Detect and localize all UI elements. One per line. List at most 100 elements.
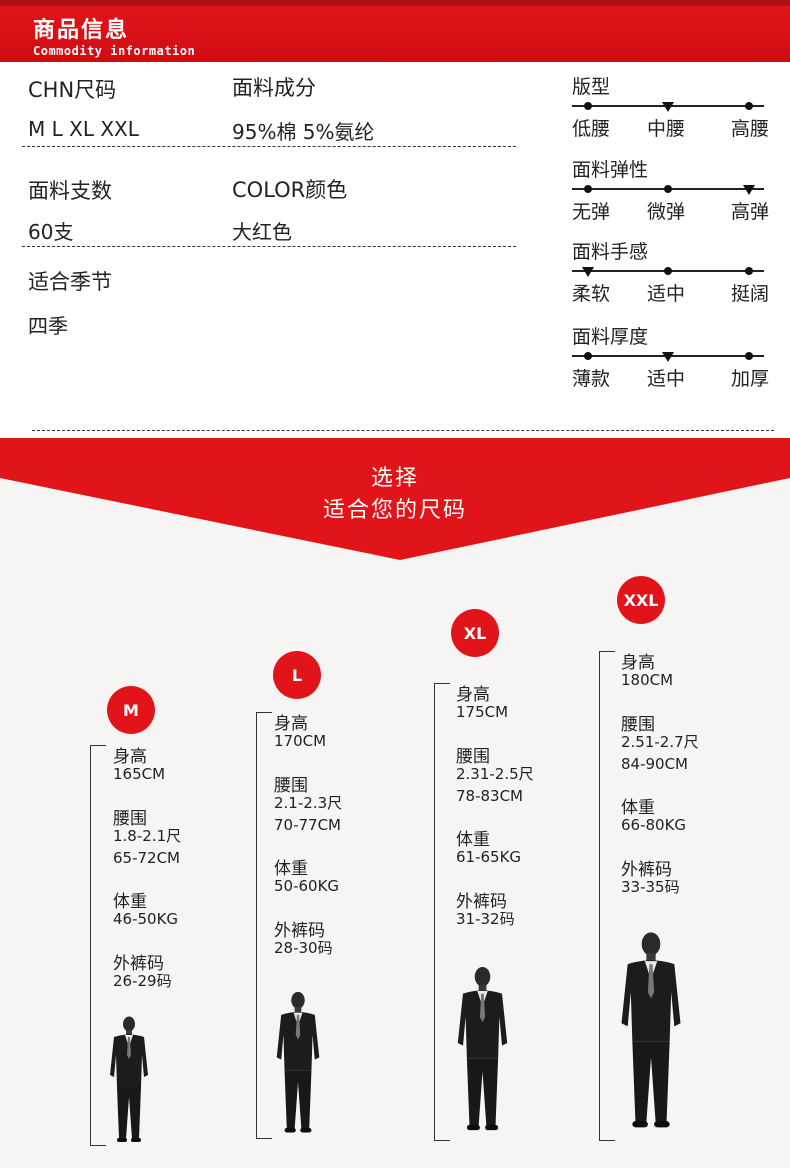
- spec-waist-cm-value: 84-90CM: [621, 755, 689, 773]
- spec-weight-value: 50-60KG: [274, 877, 340, 895]
- scale-dot-icon: [664, 185, 672, 193]
- man-in-suit-icon: [612, 930, 690, 1136]
- size-bracket: [256, 712, 257, 1138]
- size-value: M L XL XXL: [28, 117, 139, 141]
- size-bracket: [90, 745, 91, 1145]
- spec-pants-label: 外裤码: [621, 860, 672, 880]
- spec-height-label: 身高: [113, 747, 147, 767]
- spec-waist-chi-value: 2.51-2.7尺: [621, 733, 699, 751]
- size-badge: XL: [451, 609, 499, 657]
- spec-waist-label: 腰围: [456, 747, 490, 767]
- size-badge: M: [107, 686, 155, 734]
- scale-title: 面料厚度: [572, 326, 649, 348]
- scale-selected-marker-icon: [582, 267, 594, 277]
- spec-pants-label: 外裤码: [274, 921, 325, 941]
- banner-line-1: 选择: [370, 466, 419, 491]
- spec-pants-value: 33-35码: [621, 878, 680, 896]
- scale-dot-icon: [584, 352, 592, 360]
- scale-option: 适中: [647, 283, 686, 305]
- header-subtitle: Commodity information: [33, 44, 196, 58]
- spec-waist-chi-value: 2.31-2.5尺: [456, 765, 534, 783]
- size-bracket-tick: [256, 712, 272, 713]
- fabric-value: 95%棉 5%氨纶: [232, 120, 375, 144]
- size-banner: 选择 适合您的尺码: [0, 438, 790, 563]
- spec-height-value: 165CM: [113, 765, 166, 783]
- scale-option: 柔软: [572, 283, 611, 305]
- top-strip: [0, 0, 790, 6]
- scale-option: 适中: [647, 368, 686, 390]
- spec-waist-chi-value: 1.8-2.1尺: [113, 827, 182, 845]
- scale-option: 薄款: [572, 368, 611, 390]
- size-badge: XXL: [617, 576, 665, 624]
- size-bracket-tick: [256, 1138, 272, 1139]
- divider-2: [22, 246, 516, 247]
- banner-line-2: 适合您的尺码: [322, 498, 467, 523]
- divider-1: [22, 146, 516, 147]
- size-bracket-tick: [90, 1145, 106, 1146]
- season-label: 适合季节: [28, 270, 112, 294]
- fabric-label: 面料成分: [232, 76, 316, 100]
- spec-waist-cm-value: 78-83CM: [456, 787, 524, 805]
- scale-option: 无弹: [572, 201, 611, 223]
- scale-title: 面料手感: [572, 241, 649, 263]
- spec-waist-cm-value: 70-77CM: [274, 816, 342, 834]
- spec-weight-value: 61-65KG: [456, 848, 522, 866]
- scale-dot-icon: [584, 102, 592, 110]
- spec-height-value: 180CM: [621, 671, 674, 689]
- scale-option: 中腰: [647, 118, 686, 140]
- spec-pants-value: 28-30码: [274, 939, 333, 957]
- man-in-suit-icon: [270, 990, 326, 1140]
- spec-weight-value: 66-80KG: [621, 816, 687, 834]
- spec-waist-label: 腰围: [113, 809, 147, 829]
- scale-option: 低腰: [572, 118, 611, 140]
- spec-pants-value: 26-29码: [113, 972, 172, 990]
- spec-waist-chi-value: 2.1-2.3尺: [274, 794, 343, 812]
- scale-selected-marker-icon: [743, 185, 755, 195]
- size-bracket-tick: [434, 1140, 450, 1141]
- spec-height-label: 身高: [621, 653, 655, 673]
- size-bracket-tick: [599, 651, 615, 652]
- scale-option: 加厚: [731, 368, 770, 390]
- scale-dot-icon: [664, 267, 672, 275]
- count-value: 60支: [28, 220, 74, 244]
- spec-pants-label: 外裤码: [456, 892, 507, 912]
- scale-option: 挺阔: [731, 283, 770, 305]
- spec-weight-label: 体重: [621, 798, 655, 818]
- size-bracket-tick: [599, 1140, 615, 1141]
- spec-weight-label: 体重: [113, 892, 147, 912]
- scale-title: 版型: [572, 76, 611, 98]
- size-bracket-tick: [434, 683, 450, 684]
- size-bracket: [599, 651, 600, 1140]
- scale-option: 高腰: [731, 118, 770, 140]
- spec-weight-label: 体重: [456, 830, 490, 850]
- man-in-suit-icon: [104, 1015, 154, 1149]
- size-bracket: [434, 683, 435, 1140]
- spec-weight-label: 体重: [274, 859, 308, 879]
- spec-pants-label: 外裤码: [113, 954, 164, 974]
- scale-dot-icon: [745, 267, 753, 275]
- header-title: 商品信息: [33, 18, 130, 43]
- color-label: COLOR颜色: [232, 178, 348, 202]
- scale-title: 面料弹性: [572, 159, 649, 181]
- spec-weight-value: 46-50KG: [113, 910, 179, 928]
- spec-waist-cm-value: 65-72CM: [113, 849, 181, 867]
- size-badge: L: [273, 651, 321, 699]
- scale-option: 高弹: [731, 201, 770, 223]
- count-label: 面料支数: [28, 179, 112, 203]
- size-bracket-tick: [90, 745, 106, 746]
- scale-dot-icon: [745, 102, 753, 110]
- scale-option: 微弹: [647, 201, 686, 223]
- size-label: CHN尺码: [28, 78, 117, 102]
- spec-height-label: 身高: [274, 714, 308, 734]
- scale-dot-icon: [745, 352, 753, 360]
- spec-waist-label: 腰围: [274, 776, 308, 796]
- color-value: 大红色: [232, 220, 292, 244]
- divider-3: [32, 430, 774, 431]
- spec-height-value: 170CM: [274, 732, 327, 750]
- spec-waist-label: 腰围: [621, 715, 655, 735]
- banner-shape: [0, 438, 790, 560]
- spec-pants-value: 31-32码: [456, 910, 515, 928]
- header-bar: 商品信息 Commodity information: [0, 6, 790, 62]
- scale-selected-marker-icon: [662, 352, 674, 362]
- man-in-suit-icon: [450, 965, 515, 1138]
